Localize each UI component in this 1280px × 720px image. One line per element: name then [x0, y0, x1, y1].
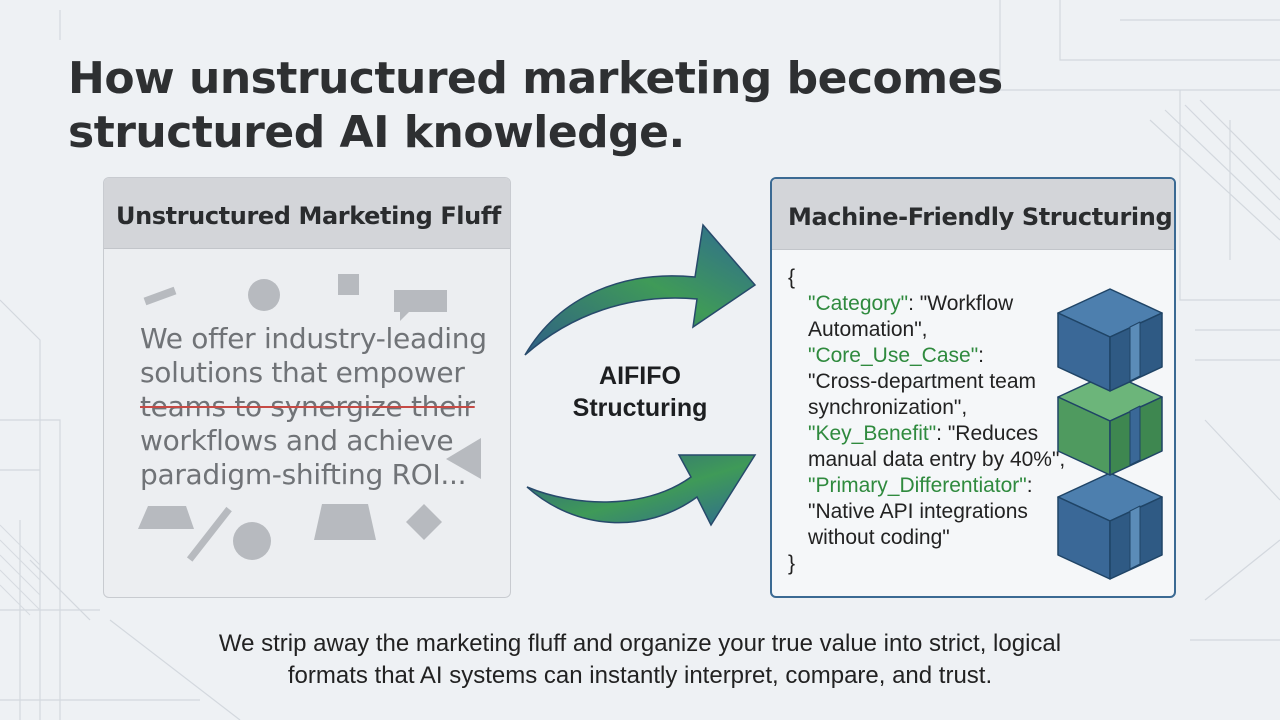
json-value: : "Workflow: [908, 292, 1014, 315]
json-colon: :: [978, 344, 984, 367]
json-value: Automation",: [808, 318, 928, 341]
fluff-line: We offer industry-leading: [140, 322, 487, 355]
json-value: without coding": [808, 526, 950, 549]
fluff-line: paradigm-shifting ROI...: [140, 458, 467, 491]
circle-shape: [248, 279, 280, 311]
json-colon: :: [1026, 474, 1033, 497]
cube-top-icon: [1057, 288, 1163, 392]
json-block: { "Category": "Workflow Automation", "Co…: [788, 265, 1088, 577]
stacked-cubes-icon: [1057, 288, 1163, 580]
footer-line-2: formats that AI systems can instantly in…: [287, 662, 993, 689]
structuring-label-line-1: AIFIFO: [599, 362, 681, 390]
triangle-shape: [446, 438, 481, 479]
structuring-label: AIFIFO Structuring: [560, 360, 720, 424]
unstructured-panel: Unstructured Marketing Fluff We offer in…: [103, 177, 511, 598]
fluff-line: solutions that empower: [140, 356, 465, 389]
json-key: "Core_Use_Case": [808, 344, 979, 367]
fluff-text: We offer industry-leading solutions that…: [140, 322, 500, 492]
structured-panel-header: Machine-Friendly Structuring: [772, 179, 1174, 250]
trapezoid-shape-2: [314, 504, 376, 540]
speech-bubble-shape: [394, 290, 447, 321]
json-key: "Category": [808, 292, 909, 315]
json-close-brace: }: [788, 552, 796, 575]
title-line-1: How unstructured marketing becomes: [68, 53, 1003, 104]
structuring-label-line-2: Structuring: [572, 394, 708, 422]
page-title: How unstructured marketing becomes struc…: [68, 52, 1068, 160]
footer-caption: We strip away the marketing fluff and or…: [140, 628, 1140, 692]
json-line: "Key_Benefit": "Reduces: [788, 421, 1088, 447]
cube-bottom-icon: [1057, 472, 1163, 580]
json-open-brace: {: [788, 266, 796, 289]
json-value: "Native API integrations: [808, 500, 1028, 523]
json-value: synchronization",: [808, 396, 968, 419]
structured-panel: Machine-Friendly Structuring { "Category…: [770, 177, 1176, 598]
top-arrow-icon: [524, 223, 757, 356]
json-line: "Primary_Differentiator":: [788, 473, 1088, 499]
transform-arrows: [524, 223, 757, 527]
bottom-arrow-icon: [526, 454, 757, 527]
scattered-shapes: [138, 274, 481, 562]
fluff-line-struck: teams to synergize their: [140, 390, 475, 423]
dash-shape: [143, 286, 177, 306]
title-line-2: structured AI knowledge.: [68, 107, 685, 158]
diamond-shape: [406, 504, 442, 540]
json-line: "Core_Use_Case":: [788, 343, 1088, 369]
circle-shape-2: [233, 522, 271, 560]
json-value: "Cross-department team: [808, 370, 1037, 393]
trapezoid-shape-1: [138, 506, 194, 529]
fluff-line: workflows and achieve: [140, 424, 454, 457]
json-key: "Primary_Differentiator": [808, 474, 1027, 497]
json-value: : "Reduces: [936, 422, 1039, 445]
footer-line-1: We strip away the marketing fluff and or…: [218, 630, 1062, 657]
json-key: "Key_Benefit": [808, 422, 937, 445]
cube-middle-icon: [1057, 372, 1163, 476]
unstructured-panel-header: Unstructured Marketing Fluff: [104, 178, 510, 249]
slash-shape: [186, 506, 232, 562]
square-shape: [338, 274, 359, 295]
json-line: "Category": "Workflow: [788, 291, 1088, 317]
json-value: manual data entry by 40%",: [808, 448, 1066, 471]
